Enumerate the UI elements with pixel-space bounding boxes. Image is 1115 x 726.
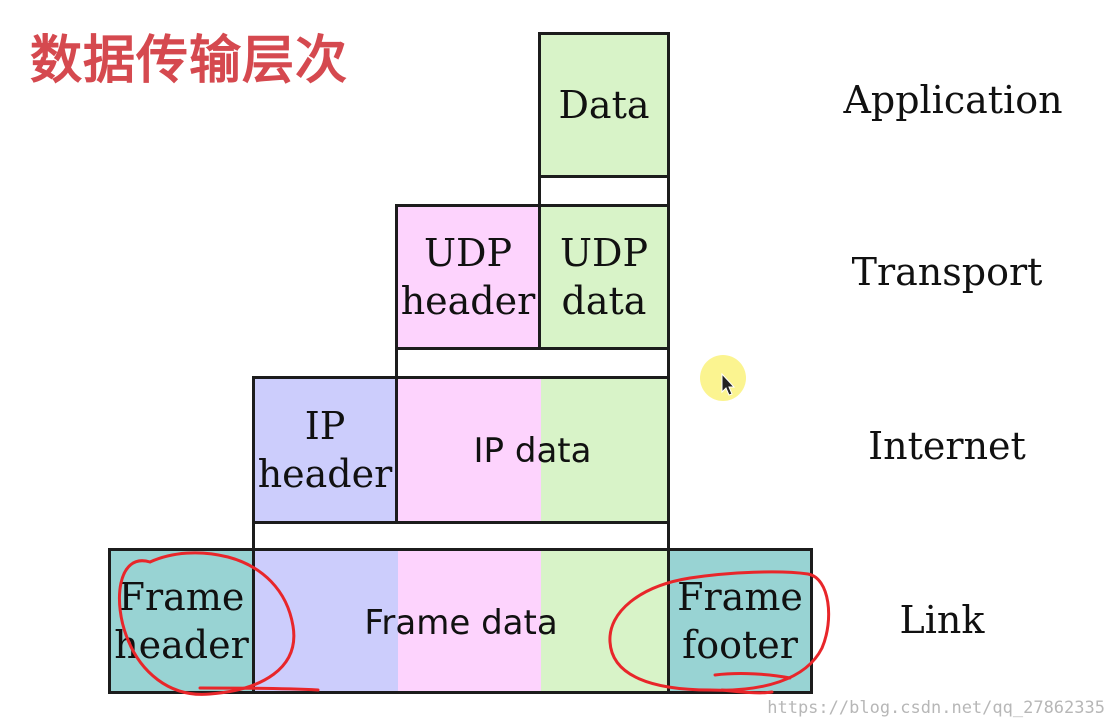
ip-header-block: IP header — [252, 376, 398, 524]
watermark-text: https://blog.csdn.net/qq_27862335 — [767, 698, 1105, 718]
frame-data-block: Frame data — [252, 548, 670, 694]
frame-footer-annotation-circle — [608, 570, 831, 692]
udp-data-line1: UDP — [559, 231, 649, 275]
ip-header-line2: header — [257, 452, 393, 496]
ip-data-green-section — [541, 379, 667, 521]
frame-header-annotation-tail — [198, 686, 320, 692]
page-title: 数据传输层次 — [30, 31, 349, 91]
frame-data-blue-section — [255, 551, 398, 691]
frame-data-green-section — [541, 551, 667, 691]
ip-data-pink-section — [398, 379, 541, 521]
layer-label-transport: Transport — [851, 250, 1043, 294]
application-connector — [538, 175, 670, 207]
frame-header-annotation-circle — [117, 551, 296, 696]
layer-label-application: Application — [843, 78, 1063, 122]
application-data-block: Data — [538, 32, 670, 178]
ip-data-label: IP data — [473, 431, 592, 471]
data-label: Data — [558, 83, 650, 127]
udp-header-block: UDP header — [395, 204, 541, 350]
layer-label-internet: Internet — [868, 424, 1026, 468]
udp-header-line2: header — [400, 279, 536, 323]
udp-header-line1: UDP — [423, 231, 513, 275]
frame-footer-annotation-tail — [713, 672, 792, 695]
frame-footer-line2: footer — [682, 623, 798, 667]
ip-header-line1: IP — [304, 404, 346, 448]
frame-data-label: Frame data — [364, 603, 558, 643]
frame-header-line1: Frame — [118, 575, 245, 619]
ip-data-block: IP data — [395, 376, 670, 524]
frame-data-pink-section — [398, 551, 541, 691]
frame-footer-line1: Frame — [677, 575, 803, 619]
udp-data-line2: data — [561, 279, 647, 323]
layer-label-link: Link — [899, 598, 985, 642]
